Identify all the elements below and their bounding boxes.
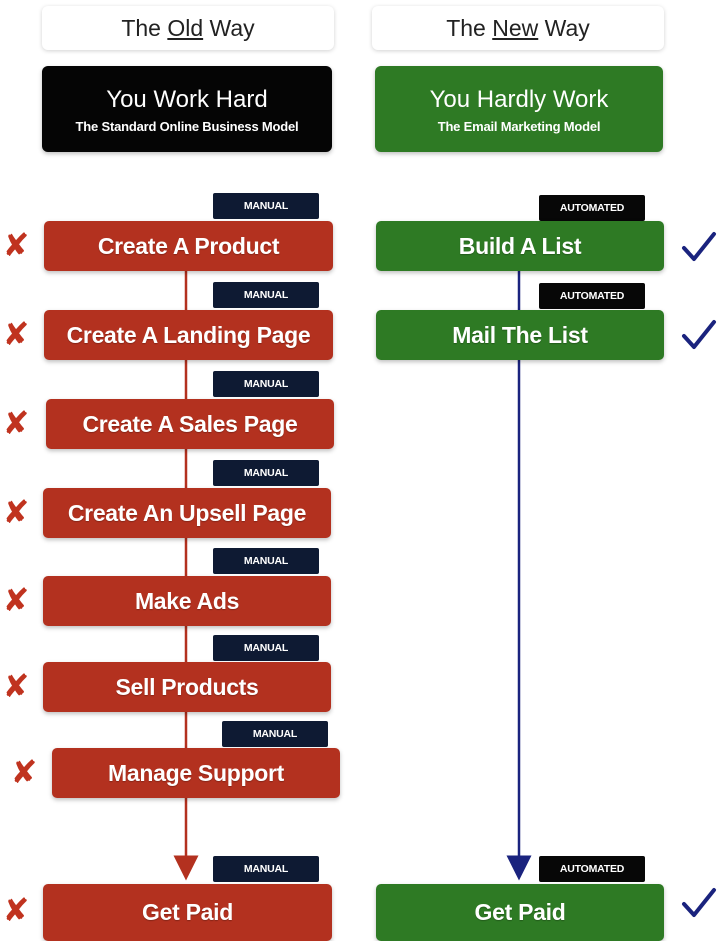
check-icon [682,320,716,349]
step-tag: MANUAL [213,856,319,882]
new-way-tab: The New Way [372,6,664,50]
old-way-header-subtitle: The Standard Online Business Model [75,118,299,134]
old-step-box: Manage Support [52,748,340,798]
old-way-tab-underlined: Old [167,14,204,41]
old-step-box: Create A Landing Page [44,310,333,360]
new-step-box: Mail The List [376,310,664,360]
cross-icon: ✘ [2,405,30,441]
step-tag: AUTOMATED [539,195,645,221]
old-way-tab: The Old Way [42,6,334,50]
step-tag: MANUAL [213,548,319,574]
old-step-box: Get Paid [43,884,332,941]
step-tag: MANUAL [213,635,319,661]
step-tag: MANUAL [213,282,319,308]
old-step-box: Create An Upsell Page [43,488,331,538]
old-step-box: Create A Product [44,221,333,271]
new-way-header-title: You Hardly Work [429,85,609,113]
cross-icon: ✘ [2,494,30,530]
step-tag: MANUAL [213,371,319,397]
old-way-header-title: You Work Hard [106,85,268,113]
step-tag: MANUAL [213,460,319,486]
old-way-tab-pre: The [121,14,168,41]
old-step-box: Make Ads [43,576,331,626]
check-icon [682,232,716,261]
cross-icon: ✘ [2,582,30,618]
old-way-tab-post: Way [203,14,255,41]
step-tag: MANUAL [222,721,328,747]
cross-icon: ✘ [2,227,30,263]
new-way-tab-post: Way [538,14,590,41]
step-tag: AUTOMATED [539,283,645,309]
old-step-box: Create A Sales Page [46,399,334,449]
old-step-box: Sell Products [43,662,331,712]
new-way-tab-underlined: New [492,14,539,41]
new-way-header: You Hardly Work The Email Marketing Mode… [375,66,663,152]
step-tag: AUTOMATED [539,856,645,882]
new-way-header-subtitle: The Email Marketing Model [437,118,601,134]
cross-icon: ✘ [10,754,38,790]
new-way-tab-pre: The [446,14,493,41]
new-step-box: Get Paid [376,884,664,941]
cross-icon: ✘ [2,668,30,704]
step-tag: MANUAL [213,193,319,219]
cross-icon: ✘ [2,892,30,928]
check-icon [682,888,716,917]
new-step-box: Build A List [376,221,664,271]
old-way-header: You Work Hard The Standard Online Busine… [42,66,332,152]
cross-icon: ✘ [2,316,30,352]
